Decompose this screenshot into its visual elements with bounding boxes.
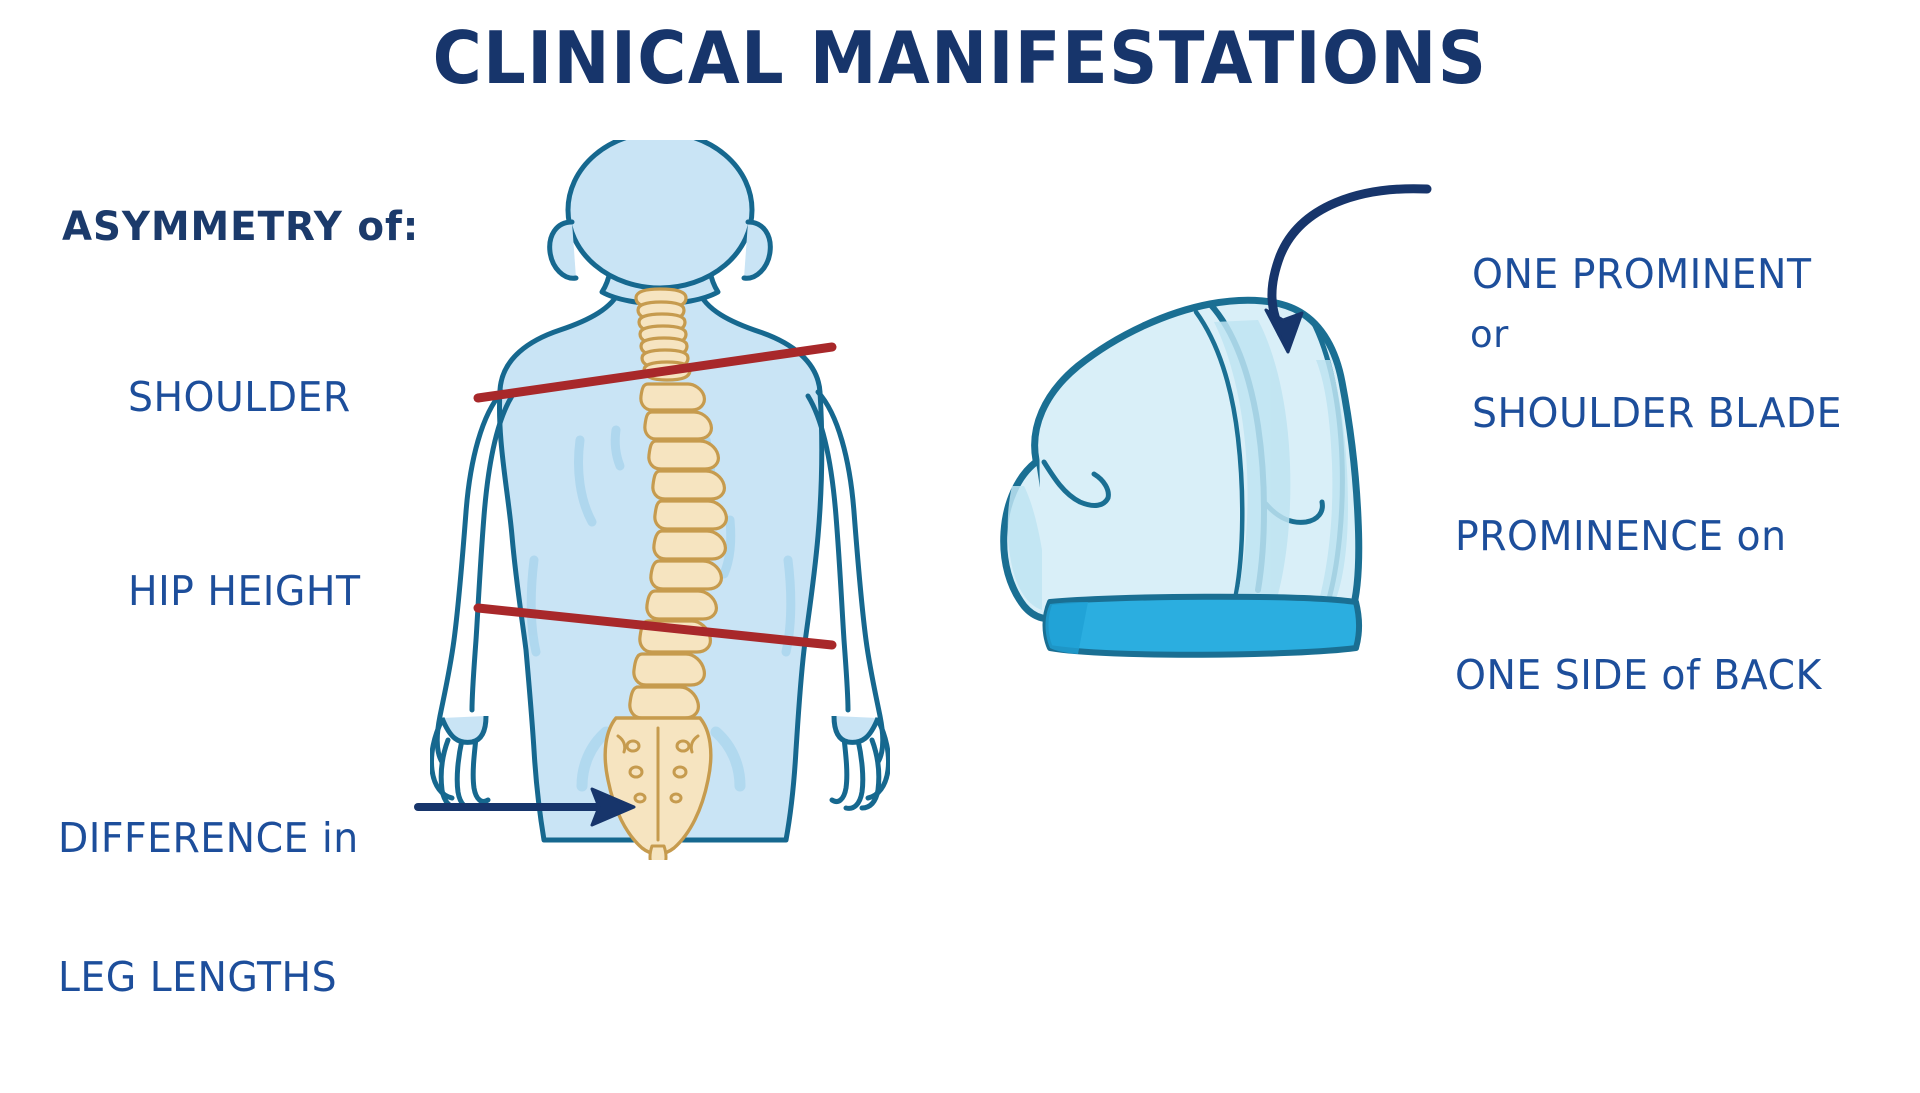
- shoulder-blade-curved-arrow: [1264, 184, 1432, 354]
- bent-forward-back-figure: [1000, 296, 1363, 658]
- callout-back-prominence-line2: ONE SIDE of BACK: [1455, 650, 1822, 699]
- label-leg-lengths: DIFFERENCE in LEG LENGTHS: [58, 722, 359, 1093]
- posterior-body-figure: [430, 140, 890, 860]
- callout-shoulder-blade: ONE PROMINENT SHOULDER BLADE: [1472, 158, 1842, 529]
- hip-measure-line: [473, 603, 837, 650]
- callout-shoulder-blade-line1: ONE PROMINENT: [1472, 249, 1812, 298]
- scoliotic-spine: [603, 287, 728, 860]
- callout-or-connector: or: [1470, 313, 1509, 356]
- callout-shoulder-blade-line2: SHOULDER BLADE: [1472, 388, 1843, 437]
- callout-back-prominence-line1: PROMINENCE on: [1455, 511, 1787, 560]
- label-leg-lengths-line2: LEG LENGTHS: [58, 952, 338, 1001]
- page-title: CLINICAL MANIFESTATIONS: [432, 16, 1488, 100]
- callout-back-prominence: PROMINENCE on ONE SIDE of BACK: [1455, 420, 1822, 791]
- asymmetry-heading: ASYMMETRY of:: [62, 204, 420, 250]
- label-hip-height: HIP HEIGHT: [128, 567, 361, 615]
- label-leg-lengths-line1: DIFFERENCE in: [58, 813, 359, 862]
- leg-length-arrow: [414, 787, 636, 827]
- label-shoulder: SHOULDER: [128, 373, 351, 421]
- shoulder-measure-line: [473, 342, 837, 403]
